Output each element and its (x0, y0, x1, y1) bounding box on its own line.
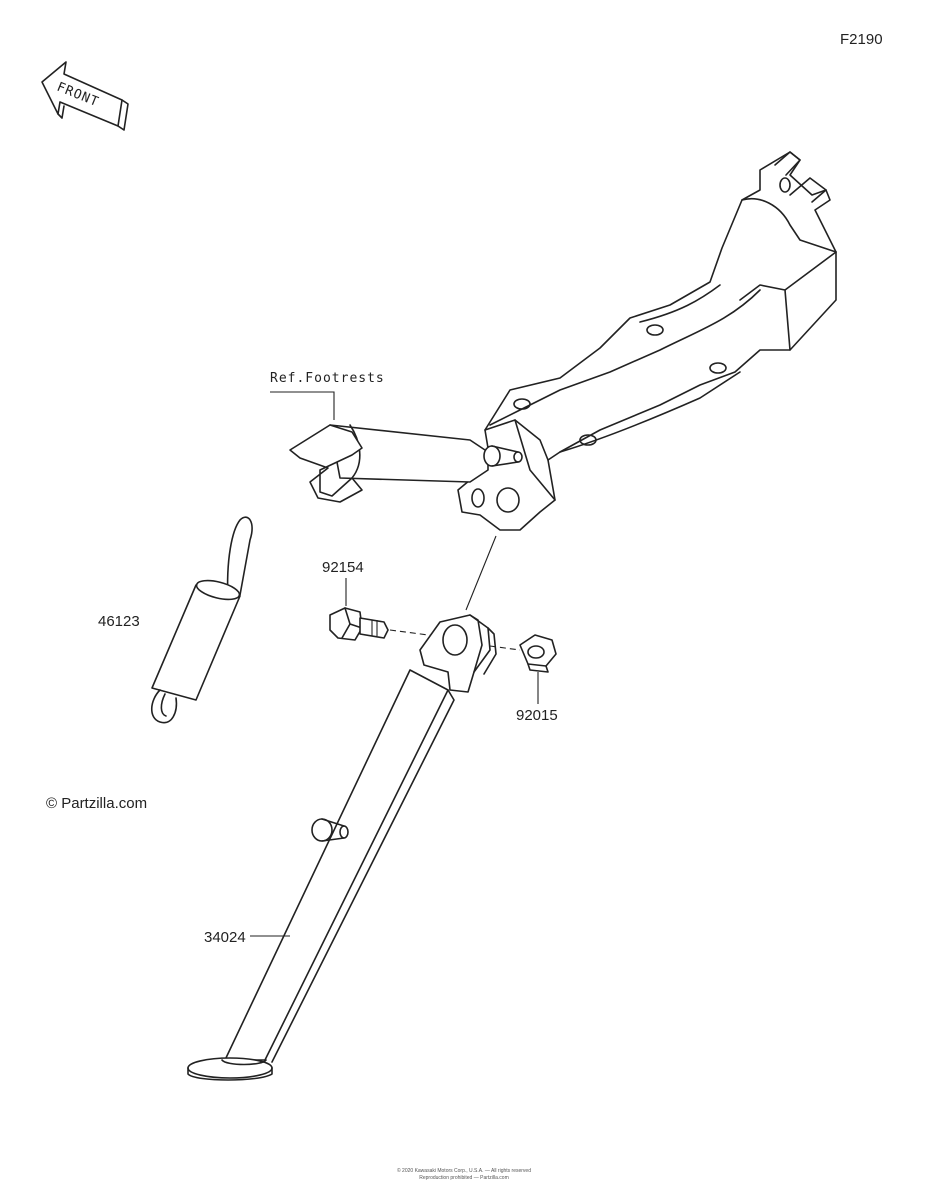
footer-line-2: Reproduction prohibited — Partzilla.com (419, 1175, 509, 1181)
spring-part (150, 516, 253, 724)
part-number-46123: 46123 (98, 613, 140, 630)
bolt-part (329, 607, 389, 641)
stand-mount-line (465, 535, 497, 611)
part-number-92154: 92154 (322, 559, 364, 576)
front-direction-arrow-icon: FRONT (41, 61, 129, 131)
diagram-code: F2190 (840, 31, 883, 48)
copyright-text: © Partzilla.com (46, 795, 147, 812)
reference-label: Ref.Footrests (270, 371, 385, 386)
side-stand-part (187, 535, 497, 1081)
frame-bracket (289, 151, 837, 531)
nut-part (519, 634, 557, 673)
part-number-92015: 92015 (516, 707, 558, 724)
footer-line-1: © 2020 Kawasaki Motors Corp., U.S.A. — A… (397, 1167, 531, 1174)
reference-leader-line (270, 391, 335, 420)
bolt-alignment-line (389, 629, 437, 637)
part-number-34024: 34024 (204, 929, 246, 946)
